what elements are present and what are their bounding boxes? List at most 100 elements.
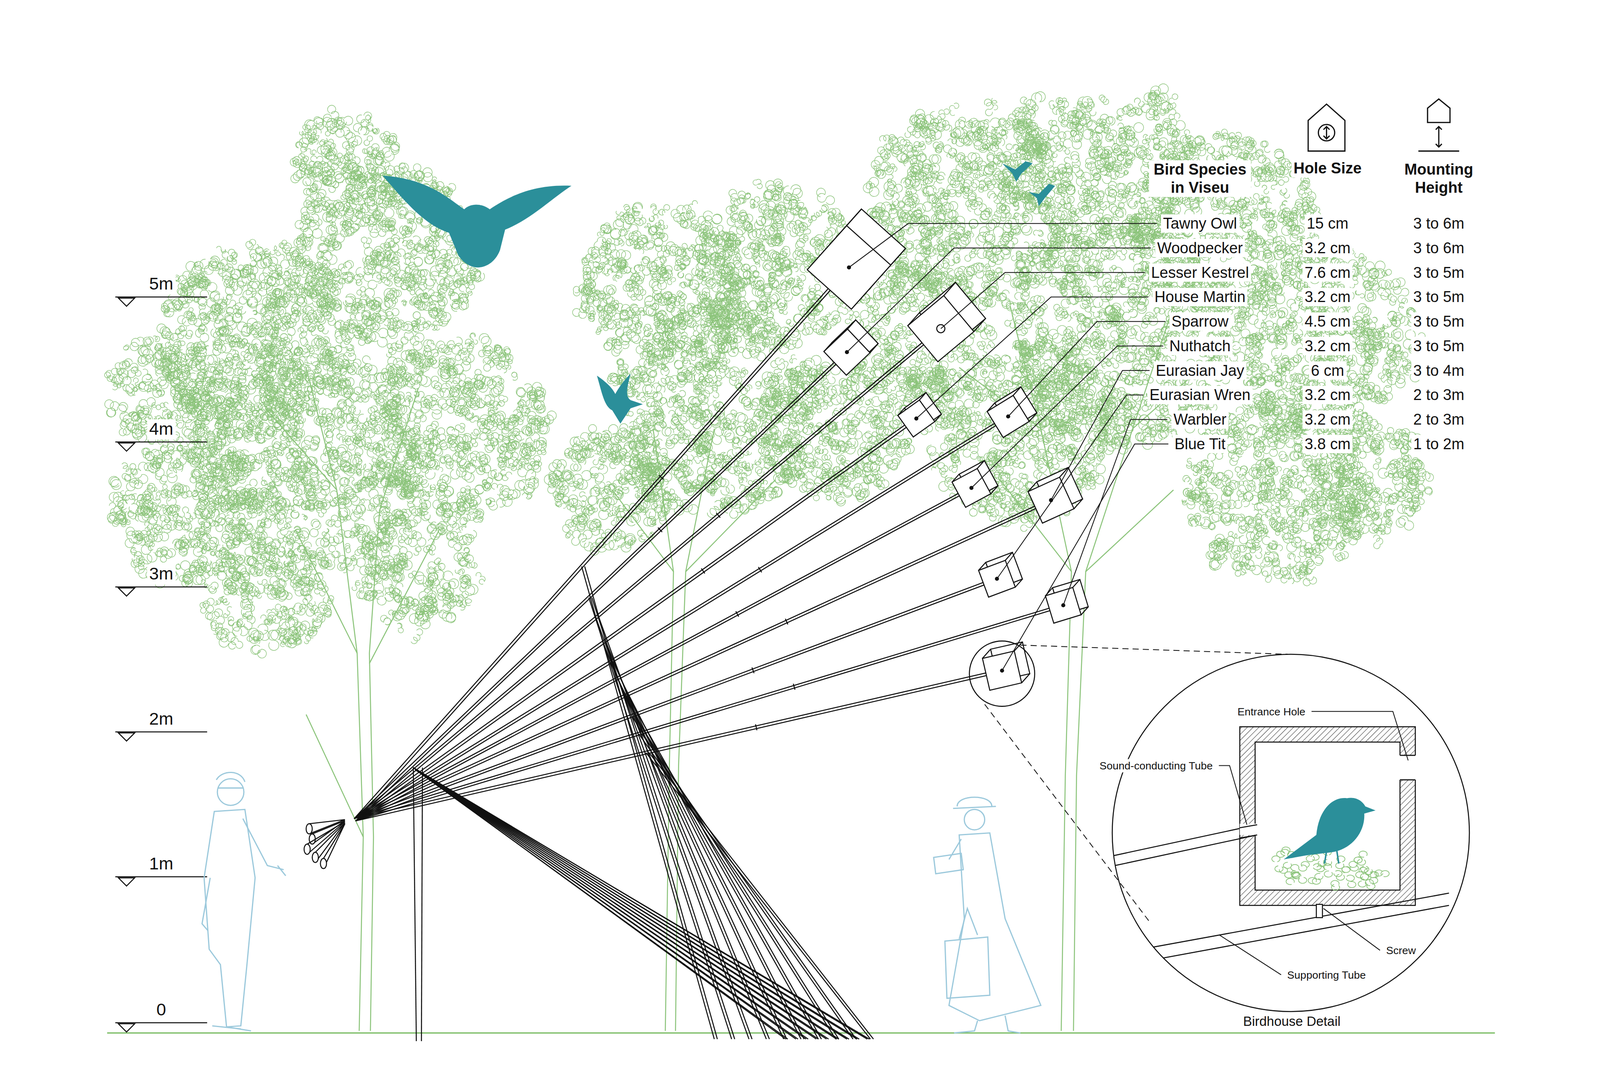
tree-trunk [369, 530, 439, 664]
part-label: Screw [1383, 943, 1418, 957]
mounting-height-value: 3 to 5m [1411, 263, 1467, 282]
birdhouse-edge [869, 343, 879, 353]
leader-line [1002, 443, 1169, 671]
mounting-height-value: 2 to 3m [1411, 410, 1467, 429]
hole-size-value: 4.5 cm [1302, 312, 1353, 331]
hole-size-value: 6 cm [1308, 361, 1347, 380]
sound-tube [354, 417, 916, 819]
leader-line [1311, 711, 1409, 761]
birdhouses [807, 208, 1089, 690]
hole-size-icon [1323, 126, 1330, 139]
birdhouse-edge [990, 485, 999, 494]
level-line [115, 1021, 208, 1024]
species-name: Sparrow [1169, 312, 1231, 331]
level-line [115, 441, 208, 443]
owl-silhouette [382, 175, 572, 268]
listening-cone [305, 823, 313, 834]
sound-tube [355, 268, 850, 820]
birdhouse-edge [919, 392, 926, 400]
part-label: Supporting Tube [1285, 967, 1368, 981]
sound-tube [354, 498, 1051, 818]
mounting-height-value: 3 to 6m [1411, 214, 1467, 234]
bird-silhouette [1028, 183, 1056, 207]
tree-trunk [305, 367, 364, 1031]
bird-silhouette [597, 373, 643, 424]
hole-size-value: 3.2 cm [1302, 287, 1353, 307]
leader-line [848, 223, 1157, 268]
sound-conducting-tube [1239, 834, 1257, 839]
level-marker [118, 443, 136, 452]
sound-tube [354, 577, 997, 818]
hole-size-value: 3.2 cm [1302, 410, 1353, 429]
listening-cone [303, 843, 311, 854]
height-label: 5m [147, 274, 176, 296]
species-name: Blue Tit [1172, 434, 1228, 454]
bird-silhouette [1283, 797, 1376, 860]
level-line [115, 731, 208, 733]
level-line [115, 875, 208, 878]
birdhouse-edge [1015, 578, 1023, 587]
bird-silhouette [1002, 161, 1033, 182]
birdhouse-edge [934, 414, 942, 422]
table-header: Bird Species in Viseu [1148, 160, 1251, 197]
table-header: Hole Size [1291, 159, 1364, 178]
leader-line [1008, 321, 1166, 417]
hole-size-icon [1308, 104, 1345, 151]
height-label: 3m [147, 563, 176, 585]
pavilion-structure [303, 266, 1064, 1041]
detail-dashed-line [1020, 644, 1288, 655]
hole-size-value: 7.6 cm [1302, 263, 1353, 282]
entrance-opening [1400, 754, 1416, 756]
tube-joint [785, 618, 788, 625]
nest [1271, 846, 1390, 891]
person-figure [964, 809, 985, 830]
hole-size-value: 3.2 cm [1302, 238, 1353, 258]
sound-tube [355, 419, 918, 821]
sound-tube [354, 669, 1002, 819]
birdhouse-edge [1005, 552, 1013, 561]
birdhouse-edge [1073, 498, 1083, 509]
person-figure [201, 877, 252, 1031]
support-tube [641, 733, 857, 1039]
bird-legs [1324, 850, 1339, 864]
birdhouse-edge [1059, 467, 1069, 477]
listening-cone [312, 852, 319, 863]
mounting-height-value: 2 to 3m [1411, 385, 1467, 405]
sound-tube [354, 603, 1064, 819]
sound-tube [355, 353, 848, 821]
support-tube [645, 752, 871, 1039]
tree-trunk [675, 428, 715, 1031]
part-label: Sound-conducting Tube [1097, 758, 1215, 772]
birdhouse-edge [1013, 386, 1021, 396]
support-tube [634, 715, 839, 1039]
hole-size-value: 3.2 cm [1302, 385, 1353, 405]
birdhouse-wall [1239, 726, 1415, 906]
leader-line [1063, 419, 1168, 606]
entrance-opening [1400, 779, 1416, 781]
person-figure [242, 818, 286, 876]
birdhouse-edge [943, 282, 956, 296]
tube-joint [758, 566, 762, 573]
sound-conducting-tube [1081, 824, 1257, 863]
person-figure [952, 796, 996, 809]
height-label: 4m [147, 419, 176, 441]
hole-size-value: 3.2 cm [1302, 336, 1353, 356]
supporting-tube [1104, 905, 1449, 969]
level-marker [118, 732, 136, 741]
tube-joint [751, 667, 754, 673]
support-tube [649, 752, 874, 1039]
birdhouse-edge [973, 318, 986, 332]
leader-line [1323, 908, 1380, 951]
sound-conducting-tube [1239, 824, 1257, 828]
support-tube [415, 769, 860, 1039]
listening-cone [315, 822, 345, 863]
person-figure [216, 771, 246, 788]
tube-joint [735, 611, 739, 617]
tube-joint [701, 568, 706, 574]
tube-joint [657, 527, 662, 532]
support-tube [638, 733, 854, 1039]
species-name: Tawny Owl [1160, 214, 1240, 234]
mounting-height-value: 3 to 5m [1411, 287, 1467, 307]
part-label: Entrance Hole [1235, 704, 1308, 718]
